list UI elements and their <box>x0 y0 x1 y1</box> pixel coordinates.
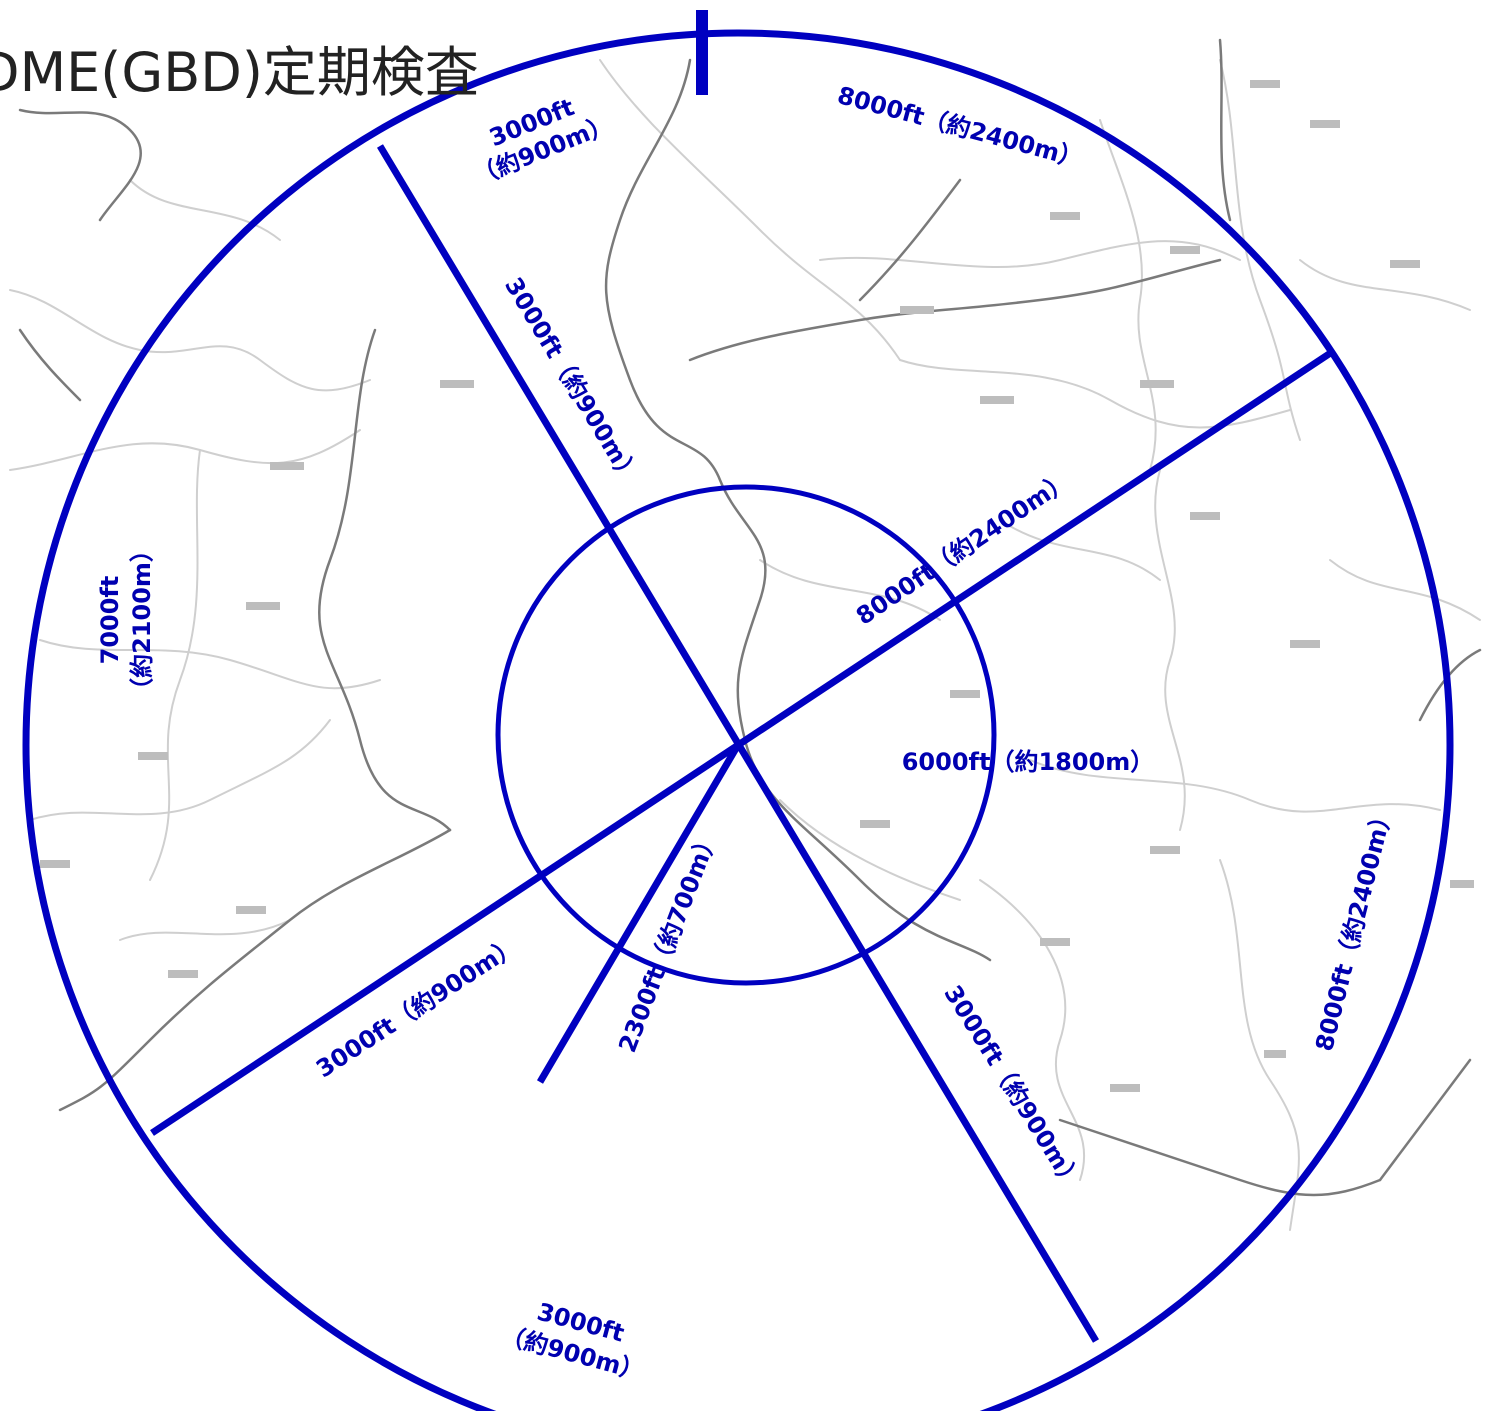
inner-coverage-circle <box>495 484 997 986</box>
label-east-sector: 8000ft（約2400m） <box>1310 802 1398 1054</box>
altitude-labels: 3000ft （約900m） 8000ft（約2400m） 3000ft（約90… <box>96 81 1398 1386</box>
label-northeast-sector: 8000ft（約2400m） <box>834 81 1085 173</box>
radial-ssw <box>536 743 742 1084</box>
base-map <box>9 38 1482 1231</box>
label-west-sector-line2: （約2100m） <box>128 538 156 702</box>
radial-ene-wsw <box>150 349 1334 1136</box>
label-ene-radial: 8000ft（約2400m） <box>851 466 1076 630</box>
coverage-boundaries <box>22 10 1454 1411</box>
label-inner-circle: 6000ft（約1800m） <box>902 748 1155 776</box>
page-title: DME(GBD)定期検査 <box>0 41 479 104</box>
outer-coverage-circle <box>22 29 1454 1411</box>
label-west-sector-line1: 7000ft <box>96 576 124 665</box>
